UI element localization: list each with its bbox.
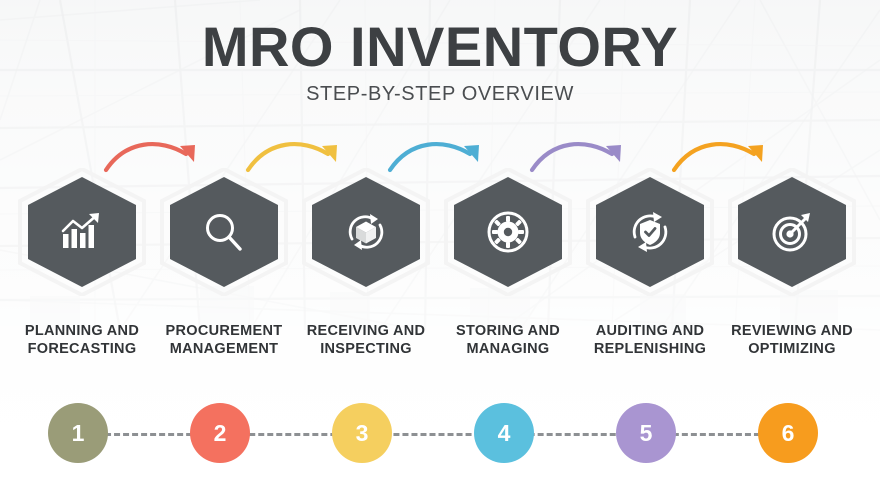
hexagon-step-4[interactable] bbox=[443, 168, 573, 296]
arrow-step-5-to-6 bbox=[666, 132, 776, 178]
page-subtitle: STEP-BY-STEP OVERVIEW bbox=[306, 83, 574, 106]
page-title: MRO INVENTORY bbox=[201, 15, 679, 78]
hexagon-step-2[interactable] bbox=[159, 168, 289, 296]
step-number-3[interactable]: 3 bbox=[332, 403, 392, 463]
step-number-6[interactable]: 6 bbox=[758, 403, 818, 463]
step-number-timeline: 1 2 3 4 5 6 bbox=[0, 403, 880, 467]
hexagon-step-5[interactable] bbox=[585, 168, 715, 296]
step-label-6: REVIEWING AND OPTIMIZING bbox=[731, 323, 853, 358]
arrow-step-3-to-4 bbox=[382, 132, 492, 178]
arrow-step-4-to-5 bbox=[524, 132, 634, 178]
step-label-5: AUDITING AND REPLENISHING bbox=[593, 323, 707, 358]
header: MRO INVENTORY STEP-BY-STEP OVERVIEW bbox=[0, 18, 880, 106]
step-number-4[interactable]: 4 bbox=[474, 403, 534, 463]
arrow-row bbox=[0, 132, 880, 178]
step-number-2[interactable]: 2 bbox=[190, 403, 250, 463]
step-label-1: PLANNING AND FORECASTING bbox=[24, 323, 140, 358]
timeline-dashed-connector bbox=[78, 433, 796, 436]
step-number-1[interactable]: 1 bbox=[48, 403, 108, 463]
step-label-4: STORING AND MANAGING bbox=[456, 323, 560, 358]
hexagon-step-3[interactable] bbox=[301, 168, 431, 296]
step-label-2: PROCUREMENT MANAGEMENT bbox=[165, 323, 283, 358]
arrow-step-1-to-2 bbox=[98, 132, 208, 178]
hexagon-step-1[interactable] bbox=[17, 168, 147, 296]
step-label-3: RECEIVING AND INSPECTING bbox=[306, 323, 426, 358]
arrow-step-2-to-3 bbox=[240, 132, 350, 178]
step-number-5[interactable]: 5 bbox=[616, 403, 676, 463]
hexagon-step-6[interactable] bbox=[727, 168, 857, 296]
hexagon-row bbox=[0, 168, 880, 296]
step-label-row: PLANNING AND FORECASTING PROCUREMENT MAN… bbox=[0, 322, 880, 386]
